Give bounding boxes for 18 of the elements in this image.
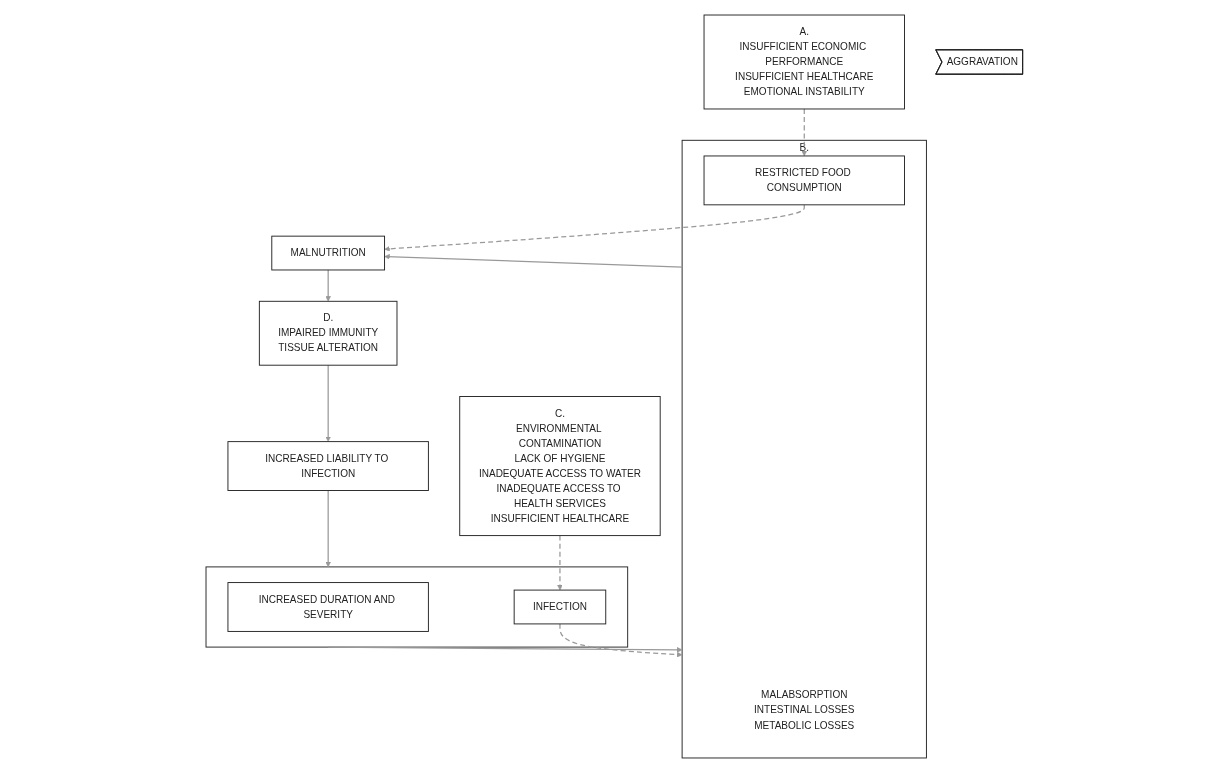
arrow [557, 534, 563, 591]
arrow [327, 646, 683, 653]
node-box: C. ENVIRONMENTAL CONTAMINATION LACK OF HYGIENE INADEQUATE ACCESS TO WATER INADEQUATE ACCESS TO HEALTH SERVICES INSUFFICIENT HEALTHCARE [459, 396, 661, 537]
node-box: INCREASED DURATION AND SEVERITY [227, 582, 430, 632]
arrow [325, 489, 332, 568]
arrow [325, 364, 332, 442]
node-box: INFECTION [513, 589, 607, 625]
node-box: D. IMPAIRED IMMUNITY TISSUE ALTERATION [259, 300, 398, 366]
node-box: INCREASED LIABILITY TO INFECTION [227, 441, 430, 491]
node-box: MALNUTRITION [271, 235, 386, 271]
node-box: RESTRICTED FOOD CONSUMPTION [703, 155, 906, 206]
arrow [384, 204, 806, 252]
arrow [801, 108, 808, 157]
node-box: A. INSUFFICIENT ECONOMIC PERFORMANCE INSUFFICIENT HEALTHCARE EMOTIONAL INSTABILITY [703, 14, 906, 110]
arrow [559, 623, 683, 658]
arrow [325, 269, 332, 302]
arrow [384, 254, 683, 268]
cluster [205, 566, 629, 648]
